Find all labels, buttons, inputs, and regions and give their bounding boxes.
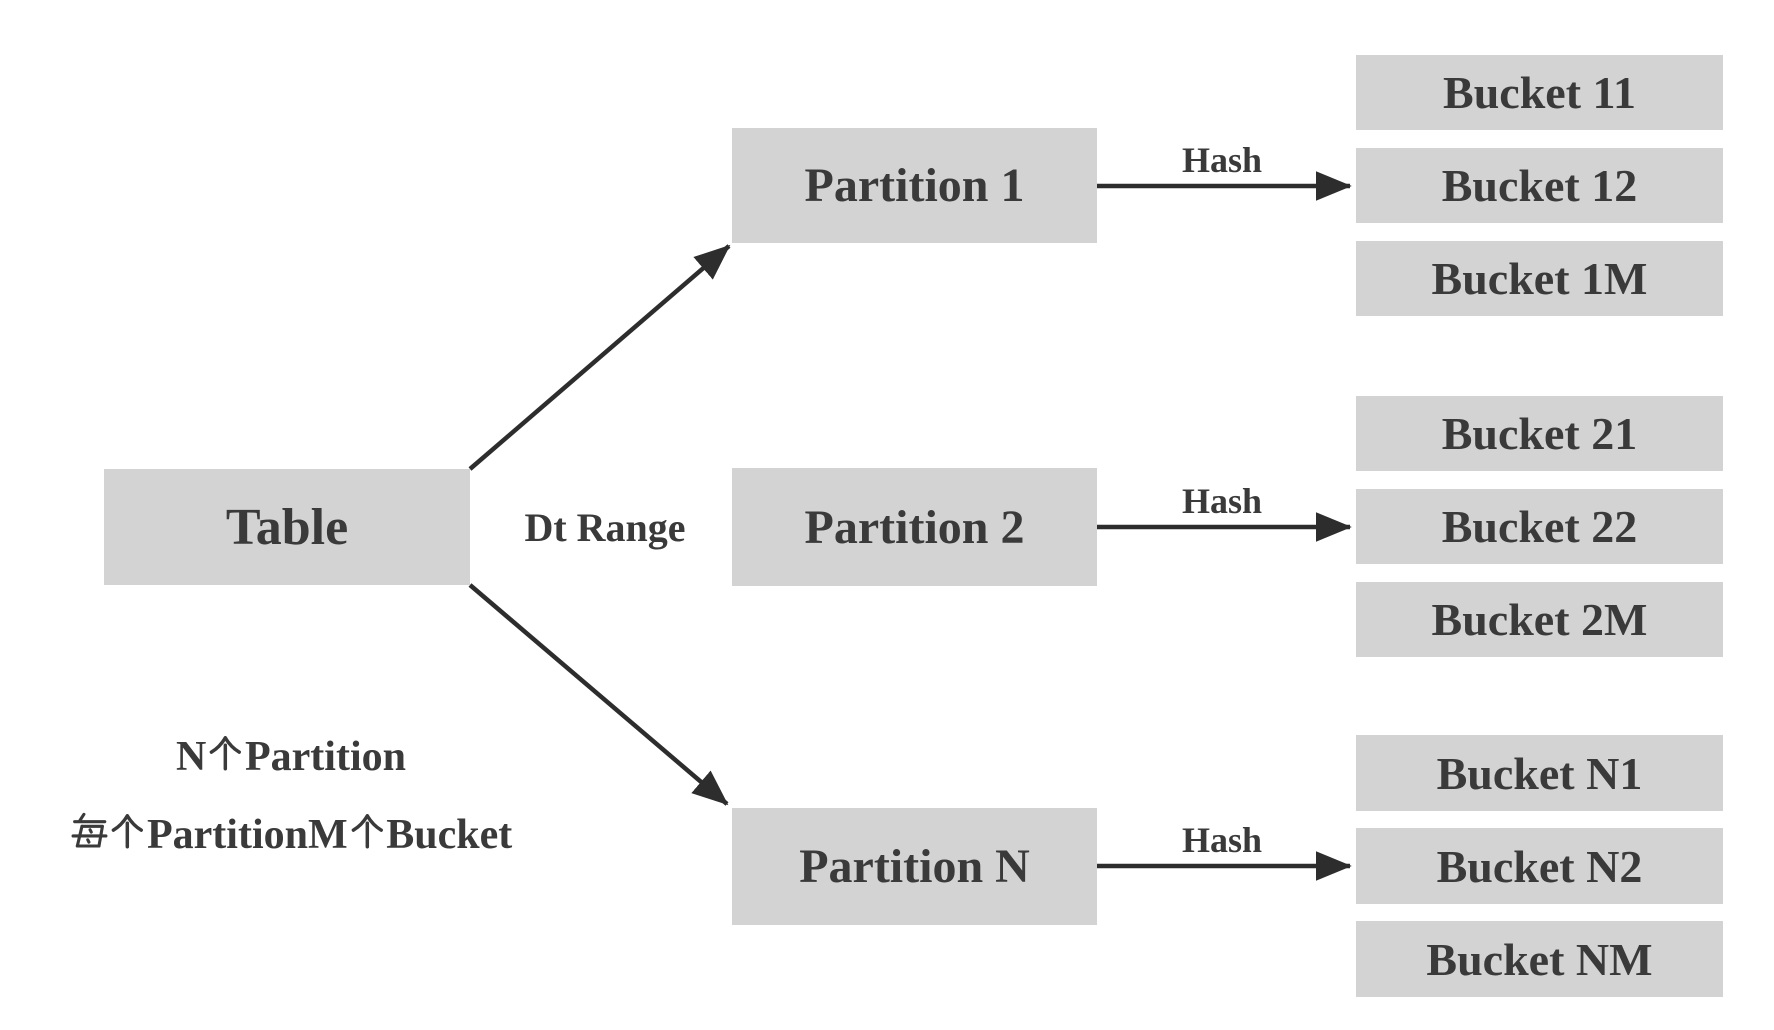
cjk-glyph <box>108 811 147 859</box>
bucket-n2-label: Bucket N2 <box>1436 840 1643 892</box>
partition-1-label: Partition 1 <box>804 159 1025 212</box>
partition-n-label: Partition N <box>799 840 1030 893</box>
partition-2-label: Partition 2 <box>804 500 1025 554</box>
hash-edge-label-3: Hash <box>1181 820 1263 860</box>
bucket-11-node: Bucket 11 <box>1356 55 1723 130</box>
bucket-21-label: Bucket 21 <box>1441 408 1638 459</box>
table-label: Table <box>225 498 349 556</box>
bucket-21-node: Bucket 21 <box>1356 396 1723 471</box>
hash-edge-label-1: Hash <box>1181 140 1263 180</box>
bucket-2m-node: Bucket 2M <box>1356 582 1723 657</box>
hash-edge-label-2: Hash <box>1181 481 1263 521</box>
bucket-22-node: Bucket 22 <box>1356 489 1723 564</box>
partition-1-node: Partition 1 <box>732 128 1097 243</box>
bucket-n1-label: Bucket N1 <box>1436 747 1643 799</box>
bucket-12-node: Bucket 12 <box>1356 148 1723 223</box>
bucket-nm-node: Bucket NM <box>1356 921 1723 997</box>
cjk-glyph <box>206 733 245 781</box>
dt-range-edge-label: Dt Range <box>524 504 686 550</box>
bucket-12-label: Bucket 12 <box>1441 160 1638 211</box>
table-to-partition-n-arrow <box>468 583 729 806</box>
bucket-1m-node: Bucket 1M <box>1356 241 1723 316</box>
bucket-nm-label: Bucket NM <box>1426 933 1653 985</box>
bucket-22-label: Bucket 22 <box>1441 501 1638 552</box>
partition-n-node: Partition N <box>732 808 1097 925</box>
table-node: Table <box>104 469 470 585</box>
cjk-glyph <box>348 811 387 859</box>
bucket-2m-label: Bucket 2M <box>1431 594 1648 645</box>
bucket-1m-label: Bucket 1M <box>1431 253 1648 304</box>
table-to-partition-1-arrow <box>468 244 731 471</box>
partition-2-node: Partition 2 <box>732 468 1097 586</box>
cjk-glyph <box>70 811 109 859</box>
bucket-11-label: Bucket 11 <box>1443 67 1636 118</box>
bucket-n1-node: Bucket N1 <box>1356 735 1723 811</box>
bucket-n2-node: Bucket N2 <box>1356 828 1723 904</box>
